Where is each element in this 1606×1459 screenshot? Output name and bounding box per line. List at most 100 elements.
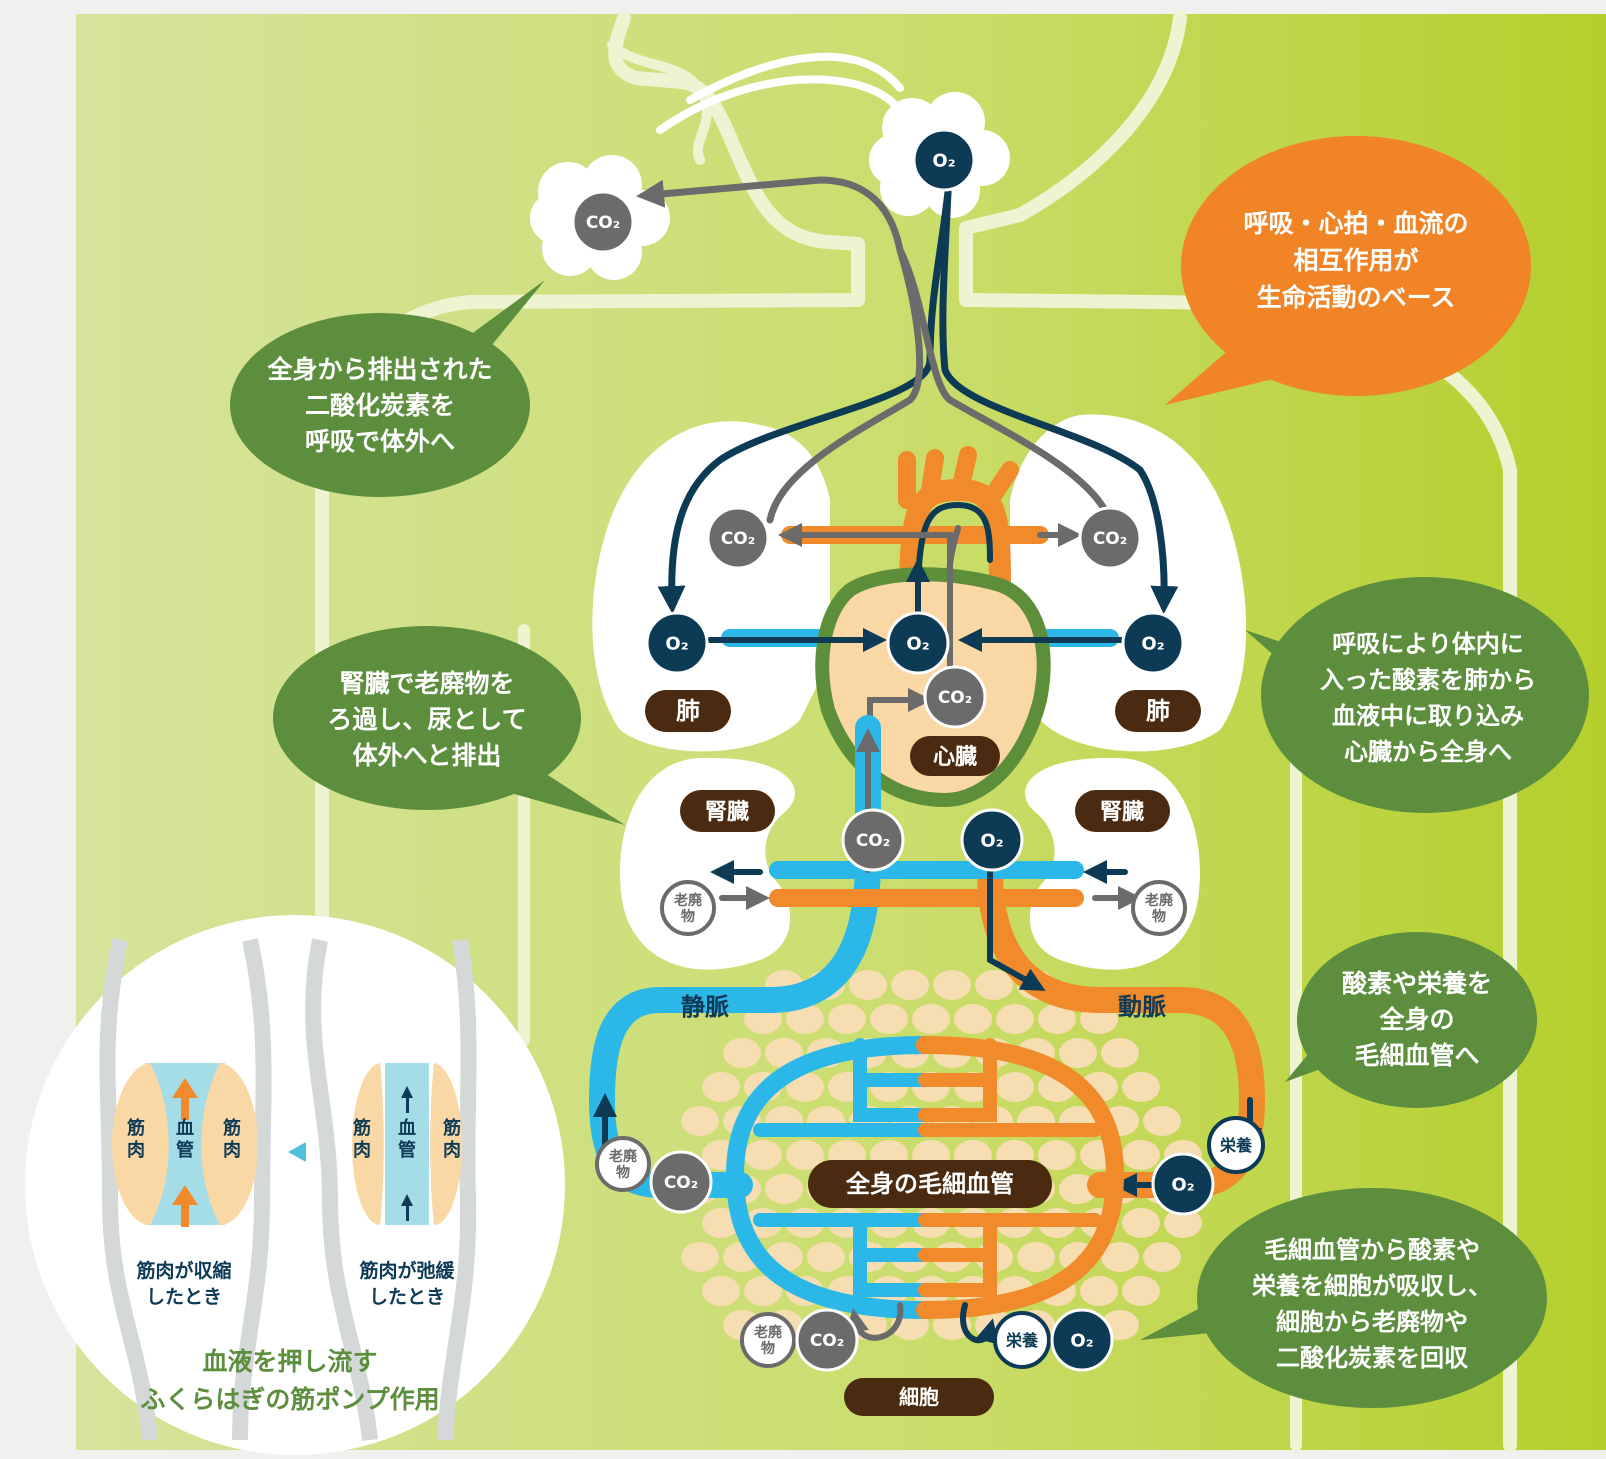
cell-icon: [1017, 1242, 1055, 1272]
vein-label: 静脈: [681, 993, 729, 1021]
cell-icon: [1038, 1140, 1076, 1170]
svg-text:筋肉が収縮したとき: 筋肉が収縮したとき: [136, 1259, 231, 1308]
cell-icon: [702, 1276, 740, 1306]
svg-text:O₂: O₂: [665, 633, 688, 654]
kidney-arrows: [710, 860, 1142, 910]
cell-icon: [828, 1004, 866, 1034]
svg-text:肺: 肺: [676, 697, 700, 725]
right-lung: [1010, 414, 1247, 752]
cell-icon: [870, 1004, 908, 1034]
cell-icon: [744, 1140, 782, 1170]
bubble-mid-right: 呼吸により体内に入った酸素を肺から血液中に取り込み心臓から全身へ: [1245, 577, 1589, 813]
svg-text:筋肉: 筋肉: [127, 1117, 145, 1161]
svg-text:筋肉: 筋肉: [443, 1117, 461, 1161]
svg-text:CO₂: CO₂: [721, 529, 755, 549]
svg-text:CO₂: CO₂: [1093, 529, 1127, 549]
co2-icon: CO₂: [649, 1150, 713, 1214]
svg-text:栄養: 栄養: [1219, 1136, 1252, 1155]
cell-label: 細胞: [844, 1378, 994, 1416]
airway-paths: [636, 176, 1179, 614]
oxygen-icon: O₂: [960, 808, 1024, 872]
svg-text:呼吸により体内に入った酸素を肺から血液中に取り込み心臓から全: 呼吸により体内に入った酸素を肺から血液中に取り込み心臓から全身へ: [1320, 630, 1536, 766]
svg-text:CO₂: CO₂: [586, 213, 620, 233]
waste-icon: 老廃物: [660, 880, 716, 936]
svg-text:腎臓で老廃物をろ過し、尿として体外へと排出: 腎臓で老廃物をろ過し、尿として体外へと排出: [327, 669, 526, 770]
svg-text:老廃物: 老廃物: [754, 1324, 783, 1357]
cell-icon: [702, 1072, 740, 1102]
cell-icon: [996, 1004, 1034, 1034]
bubble-lower-right: 酸素や栄養を全身の毛細血管へ: [1285, 932, 1537, 1108]
cell-icon: [1122, 1276, 1160, 1306]
svg-text:O₂: O₂: [1070, 1330, 1093, 1351]
contracted-vessel: [145, 1063, 225, 1225]
svg-text:肺: 肺: [1146, 697, 1170, 725]
cell-icon: [1101, 1242, 1139, 1272]
cell-icon: [1038, 1004, 1076, 1034]
svg-text:老廃物: 老廃物: [609, 1148, 638, 1181]
contracted-muscle-right: [201, 1063, 258, 1225]
svg-text:筋肉: 筋肉: [223, 1117, 241, 1161]
cell-icon: [1059, 1038, 1097, 1068]
oxygen-icon: O₂: [912, 128, 976, 192]
cell-icon: [786, 1072, 824, 1102]
up-arrow-icon: [172, 1185, 198, 1205]
kidney-right-label: 腎臓: [1075, 790, 1170, 832]
co2-icon: CO₂: [795, 1308, 859, 1372]
oxygen-icon: O₂: [1121, 611, 1185, 675]
cell-icon: [1143, 1242, 1181, 1272]
lung-right-label: 肺: [1115, 690, 1201, 732]
svg-text:細胞: 細胞: [899, 1385, 939, 1409]
co2-icon: CO₂: [841, 808, 905, 872]
cell-icon: [975, 970, 1013, 1000]
cell-icon: [996, 1072, 1034, 1102]
svg-text:O₂: O₂: [932, 150, 955, 171]
cell-icon: [891, 970, 929, 1000]
cell-icon: [723, 1038, 761, 1068]
svg-text:血液を押し流すふくらはぎの筋ポンプ作用: 血液を押し流すふくらはぎの筋ポンプ作用: [140, 1347, 439, 1414]
svg-text:CO₂: CO₂: [856, 831, 890, 851]
cell-icon: [744, 1276, 782, 1306]
cell-icon: [1143, 1106, 1181, 1136]
svg-text:筋肉が弛緩したとき: 筋肉が弛緩したとき: [359, 1259, 455, 1308]
svg-text:全身から排出された二酸化炭素を呼吸で体外へ: 全身から排出された二酸化炭素を呼吸で体外へ: [266, 355, 492, 456]
svg-text:全身の毛細血管: 全身の毛細血管: [845, 1170, 1014, 1198]
svg-text:CO₂: CO₂: [810, 1331, 844, 1351]
svg-text:CO₂: CO₂: [938, 688, 972, 708]
waste-icon: 老廃物: [740, 1312, 796, 1368]
bubble-bottom-right: 毛細血管から酸素や栄養を細胞が吸収し、細胞から老廃物や二酸化炭素を回収: [1140, 1188, 1547, 1408]
artery-label: 動脈: [1118, 993, 1166, 1021]
cell-icon: [807, 1242, 845, 1272]
up-arrow-icon: [401, 1086, 413, 1098]
airflow-lines: [656, 52, 906, 134]
bubble-top-left: 全身から排出された二酸化炭素を呼吸で体外へ: [230, 280, 545, 497]
capillary-bed: [725, 1036, 1125, 1319]
cell-icon: [1122, 1140, 1160, 1170]
cell-icon: [681, 1106, 719, 1136]
svg-text:O₂: O₂: [1141, 633, 1164, 654]
co2-icon: CO₂: [706, 506, 770, 570]
cell-icon: [849, 970, 887, 1000]
oxygen-icon: O₂: [886, 611, 950, 675]
heart-flow-arrows: [707, 523, 1128, 723]
nutrient-icon: 栄養: [1207, 1116, 1265, 1174]
svg-text:老廃物: 老廃物: [674, 892, 703, 925]
svg-text:毛細血管から酸素や栄養を細胞が吸収し、細胞から老廃物や二酸化: 毛細血管から酸素や栄養を細胞が吸収し、細胞から老廃物や二酸化炭素を回収: [1251, 1236, 1492, 1372]
svg-text:血管: 血管: [176, 1117, 194, 1161]
bubble-mid-left: 腎臓で老廃物をろ過し、尿として体外へと排出: [273, 626, 625, 825]
waste-icon: 老廃物: [595, 1136, 651, 1192]
svg-text:酸素や栄養を全身の毛細血管へ: 酸素や栄養を全身の毛細血管へ: [1342, 969, 1492, 1070]
cell-icon: [933, 970, 971, 1000]
svg-text:老廃物: 老廃物: [1145, 892, 1174, 925]
svg-text:呼吸・心拍・血流の相互作用が生命活動のベース: 呼吸・心拍・血流の相互作用が生命活動のベース: [1243, 209, 1468, 312]
svg-text:筋肉: 筋肉: [353, 1117, 371, 1161]
cell-icon: [1122, 1072, 1160, 1102]
svg-text:血管: 血管: [398, 1117, 416, 1161]
oxygen-icon: O₂: [1050, 1308, 1114, 1372]
co2-icon: CO₂: [1078, 506, 1142, 570]
svg-text:心臓: 心臓: [933, 745, 977, 770]
cell-icon: [681, 1242, 719, 1272]
cell-icon: [1080, 1276, 1118, 1306]
waste-icon: 老廃物: [1131, 880, 1187, 936]
up-arrow-icon: [401, 1194, 413, 1206]
